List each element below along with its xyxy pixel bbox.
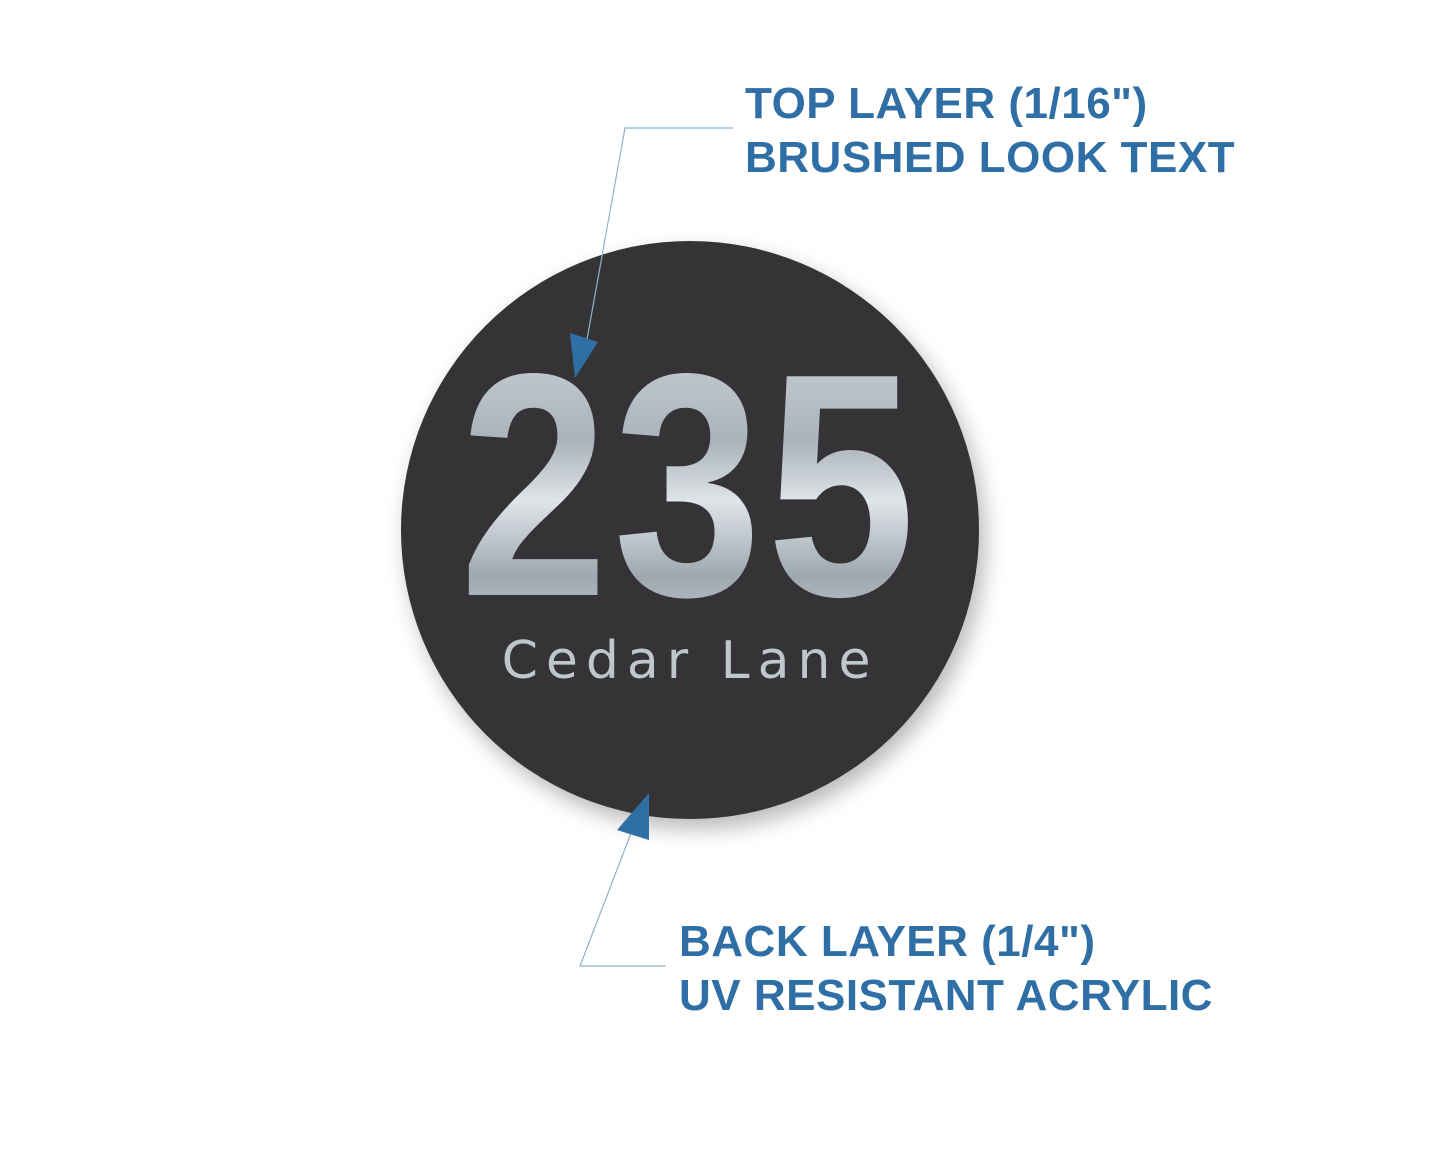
back-layer-description: UV RESISTANT ACRYLIC [679, 971, 1213, 1020]
back-layer-callout: BACK LAYER (1/4") UV RESISTANT ACRYLIC [679, 915, 1213, 1023]
back-layer-title: BACK LAYER (1/4") [679, 917, 1096, 966]
back-leader-line [579, 827, 666, 967]
top-layer-description: BRUSHED LOOK TEXT [745, 133, 1236, 182]
street-name: Cedar Lane [501, 631, 879, 691]
top-layer-title: TOP LAYER (1/16") [745, 79, 1148, 128]
address-sign-back-layer: 235 Cedar Lane [401, 241, 979, 819]
house-number: 235 [447, 327, 933, 645]
top-layer-callout: TOP LAYER (1/16") BRUSHED LOOK TEXT [745, 77, 1235, 185]
